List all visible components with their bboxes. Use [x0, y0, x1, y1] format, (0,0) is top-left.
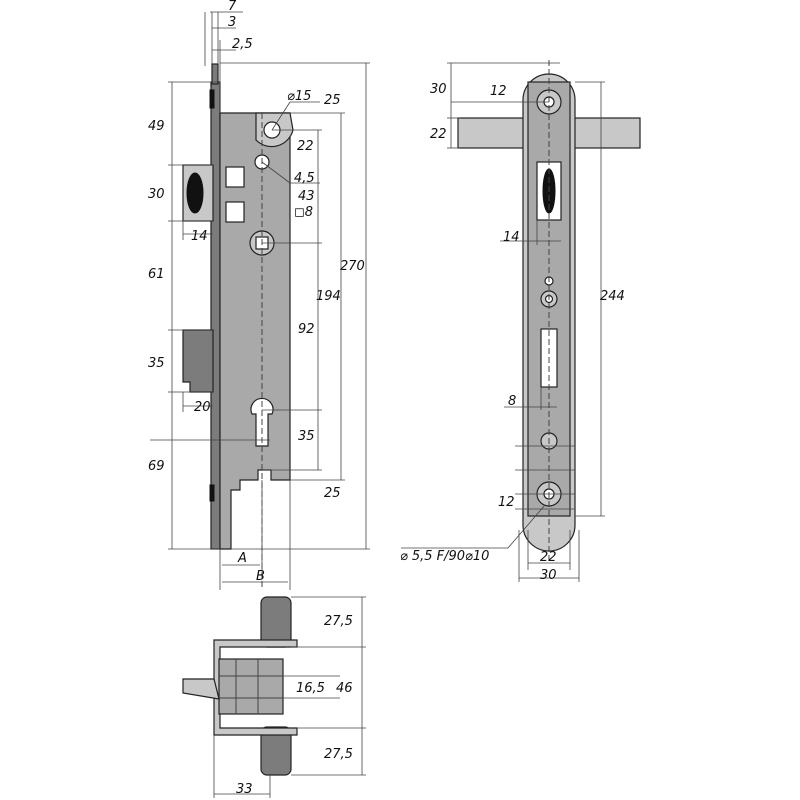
bottom-pin-bottom: [260, 726, 292, 776]
dim-front-8: 8: [508, 394, 516, 409]
dim-2-5: 2,5: [232, 37, 253, 52]
dim-bottom-16-5: 16,5: [296, 681, 325, 696]
diameter-symbol: ⌀: [287, 89, 295, 104]
latch-bolt-black: [186, 172, 204, 214]
dim-diameter-15: ⌀15: [287, 89, 311, 104]
dim-front-12-top: 12: [490, 84, 507, 99]
dim-front-22-bottom: 22: [540, 550, 557, 565]
dim-20: 20: [194, 400, 211, 415]
deadbolt: [182, 329, 214, 393]
dim-front-12-bottom: 12: [498, 495, 515, 510]
bottom-view: [182, 596, 298, 776]
side-view-dimensions: 7 3 2,5 49 30 61 35 69 14 20 270 25 25: [148, 0, 370, 590]
dim-front-22-left: 22: [430, 127, 447, 142]
dim-15: 15: [295, 89, 312, 104]
faceplate-strip: [210, 81, 221, 550]
dim-7: 7: [228, 0, 237, 14]
faceplate-top-notch: [209, 89, 215, 109]
bottom-channel: [213, 639, 298, 736]
side-view: [182, 63, 294, 590]
dim-front-30-top: 30: [430, 82, 447, 97]
dim-49: 49: [148, 119, 165, 134]
hole-spec-2: 10: [473, 549, 490, 564]
cam-window-bottom: [225, 201, 245, 223]
bottom-view-dimensions: 27,5 16,5 46 27,5 33: [213, 596, 366, 798]
dim-front-244: 244: [600, 289, 625, 304]
dim-25-bottom: 25: [324, 486, 341, 501]
dim-69: 69: [148, 459, 165, 474]
dim-bottom-27-5-top: 27,5: [324, 614, 353, 629]
dim-35-left: 35: [148, 356, 165, 371]
front-view: [457, 60, 641, 560]
dim-92: 92: [298, 322, 315, 337]
dim-25-top: 25: [324, 93, 341, 108]
diameter-symbol: ⌀: [465, 549, 473, 564]
hole-spec: 5,5 F/90: [412, 549, 465, 564]
square-symbol: ◻: [294, 205, 305, 220]
faceplate-screw: [209, 484, 215, 502]
bottom-cylinder-block: [218, 658, 284, 715]
dim-194: 194: [316, 289, 341, 304]
dim-bottom-33: 33: [236, 782, 253, 797]
dim-35-cylinder: 35: [298, 429, 315, 444]
dim-B: B: [256, 569, 265, 584]
bottom-latch-tip: [182, 678, 220, 700]
front-view-dimensions: 30 12 22 14 244 8 12 22 30 ⌀5,5 F/90⌀10: [400, 62, 625, 583]
dim-front-14: 14: [503, 230, 520, 245]
dim-square-8: ◻8: [294, 205, 313, 220]
dim-61: 61: [148, 267, 165, 282]
dim-4-5: 4,5: [294, 171, 315, 186]
dim-front-hole-spec: ⌀5,5 F/90⌀10: [400, 549, 489, 564]
dim-bottom-46: 46: [336, 681, 353, 696]
faceplate-top-tab: [211, 63, 219, 85]
cam-window-top: [225, 166, 245, 188]
dim-22: 22: [297, 139, 314, 154]
dim-270: 270: [340, 259, 365, 274]
dim-A: A: [237, 551, 247, 566]
dim-bottom-27-5-bottom: 27,5: [324, 747, 353, 762]
dim-front-30-bottom: 30: [540, 568, 557, 583]
dim-3: 3: [228, 15, 236, 30]
dim-43: 43: [298, 189, 315, 204]
diameter-symbol: ⌀: [400, 549, 408, 564]
dim-30: 30: [148, 187, 165, 202]
dim-14: 14: [191, 229, 208, 244]
dim-8: 8: [305, 205, 313, 220]
